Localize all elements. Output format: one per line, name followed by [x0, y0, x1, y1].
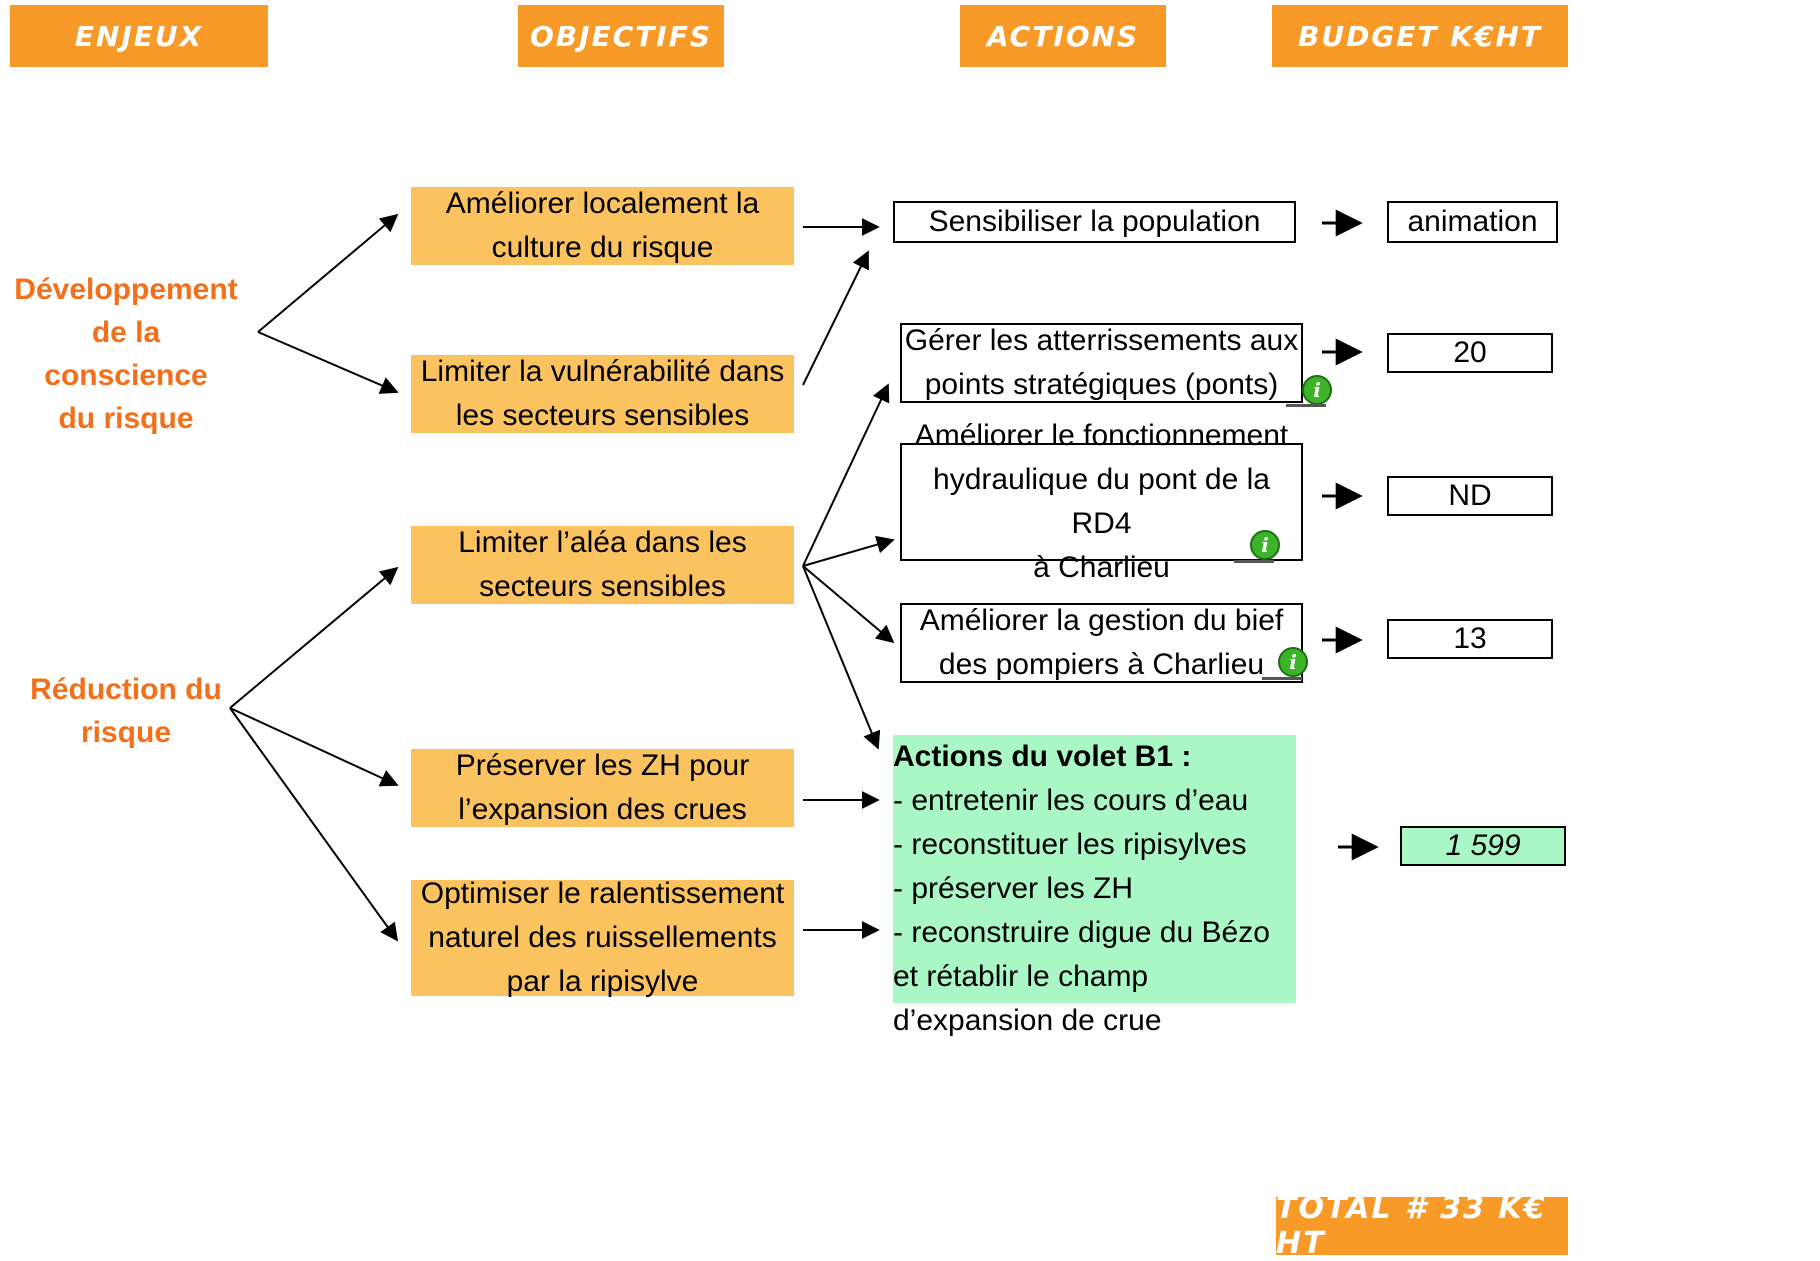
b1-item: - préserver les ZH — [893, 872, 1134, 905]
action-line: Améliorer la gestion du bief — [919, 604, 1284, 637]
objectif-ralentissement: Optimiser le ralentissement naturel des … — [411, 877, 794, 998]
enjeu-conscience-line: Développement — [14, 273, 238, 306]
header-actions: ACTIONS — [960, 5, 1166, 67]
objectif-vulnerabilite: Limiter la vulnérabilité dans les secteu… — [411, 355, 794, 433]
action-line: à Charlieu — [1033, 551, 1170, 584]
b1-item: - entretenir les cours d’eau — [893, 784, 1249, 817]
action-line: des pompiers à Charlieu — [938, 648, 1265, 681]
arrow-alea-pont — [802, 535, 895, 567]
header-budget: BUDGET K€HT — [1272, 5, 1568, 67]
arrow-alea-bief — [802, 565, 895, 644]
action-line: points stratégiques (ponts) — [924, 368, 1279, 401]
enjeu-conscience-line: du risque — [58, 402, 194, 435]
info-icon[interactable]: i — [1278, 647, 1308, 677]
info-icon-underline — [1234, 560, 1274, 563]
objectif-line: culture du risque — [491, 231, 714, 264]
b1-item: - reconstituer les ripisylves — [893, 828, 1247, 861]
action-line: Gérer les atterrissements aux — [904, 324, 1299, 357]
objectif-zh: Préserver les ZH pour l’expansion des cr… — [411, 749, 794, 827]
action-sensibiliser: Sensibiliser la population — [893, 201, 1296, 243]
objectif-line: par la ripisylve — [506, 965, 699, 998]
arrow-conscience-vulnerabilite — [257, 331, 399, 394]
objectif-line: naturel des ruissellements — [428, 921, 777, 954]
header-enjeux: ENJEUX — [10, 5, 268, 67]
arrow-reduction-alea — [229, 566, 399, 709]
total-budget: TOTAL # 33 K€ HT — [1276, 1191, 1568, 1261]
arrow-vulnerabilite-sensibiliser — [802, 250, 869, 386]
enjeu-reduction-line: Réduction du — [30, 673, 222, 706]
objectif-line: Améliorer localement la — [445, 187, 760, 220]
b1-item: et rétablir le champ — [893, 960, 1149, 993]
arrow-reduction-ralentissement — [229, 707, 399, 942]
objectif-alea: Limiter l’aléa dans les secteurs sensibl… — [411, 526, 794, 604]
arrow-conscience-culture — [257, 213, 399, 333]
objectif-line: les secteurs sensibles — [455, 399, 750, 432]
action-line: Améliorer le fonctionnement — [914, 419, 1289, 452]
objectif-line: Préserver les ZH pour — [455, 749, 750, 782]
objectif-line: l’expansion des crues — [458, 793, 747, 826]
budget-b1: 1 599 — [1400, 826, 1566, 866]
action-b1: Actions du volet B1 : - entretenir les c… — [893, 735, 1296, 1037]
action-bief: Améliorer la gestion du bief des pompier… — [900, 603, 1303, 683]
budget-pont: ND — [1387, 476, 1553, 516]
action-pont: Améliorer le fonctionnement hydraulique … — [900, 419, 1303, 584]
info-icon-underline — [1262, 677, 1302, 680]
info-icon-underline — [1286, 404, 1326, 407]
objectif-line: Limiter la vulnérabilité dans — [420, 355, 785, 388]
info-icon[interactable]: i — [1250, 530, 1280, 560]
arrow-alea-b1 — [802, 565, 881, 750]
objectif-culture: Améliorer localement la culture du risqu… — [411, 187, 794, 265]
action-line: Sensibiliser la population — [928, 205, 1261, 238]
budget-bief: 13 — [1387, 619, 1553, 659]
b1-item: d’expansion de crue — [893, 1004, 1162, 1037]
b1-item: - reconstruire digue du Bézo — [893, 916, 1270, 949]
objectif-line: Optimiser le ralentissement — [420, 877, 785, 910]
arrow-reduction-zh — [229, 707, 399, 787]
b1-title: Actions du volet B1 : — [893, 740, 1192, 773]
arrow-alea-atterrissements — [802, 383, 890, 567]
objectif-line: secteurs sensibles — [479, 570, 726, 603]
action-atterrissements: Gérer les atterrissements aux points str… — [900, 323, 1303, 403]
objectif-line: Limiter l’aléa dans les — [458, 526, 747, 559]
enjeu-conscience: Développement de la conscience du risque — [10, 268, 242, 440]
budget-atterrissements: 20 — [1387, 333, 1553, 373]
enjeu-reduction: Réduction du risque — [10, 668, 242, 754]
enjeu-conscience-line: de la conscience — [44, 316, 208, 392]
action-line: hydraulique du pont de la RD4 — [933, 463, 1270, 540]
enjeu-reduction-line: risque — [80, 716, 172, 749]
header-objectifs: OBJECTIFS — [518, 5, 724, 67]
info-icon[interactable]: i — [1302, 375, 1332, 405]
budget-sensibiliser: animation — [1387, 201, 1558, 243]
